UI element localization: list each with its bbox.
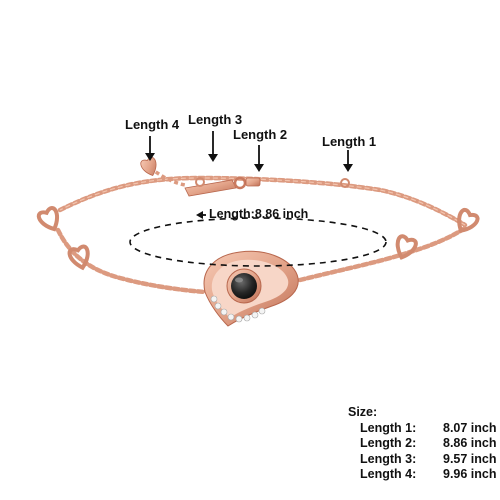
heart-charm-icon [457,208,480,233]
heart-charm-icon [67,244,90,271]
heart-pendant [203,250,299,327]
length-4-label: Length 4 [125,117,180,132]
length-2-label: Length 2 [233,127,288,142]
heart-tag-icon [140,157,157,177]
size-row-value: 8.86 inch [443,436,497,450]
down-arrow-icon [145,136,155,161]
size-row: Length 3: 9.57 inch [348,452,497,468]
size-row: Length 2: 8.86 inch [348,436,497,452]
size-row-label: Length 1: [360,420,417,435]
down-arrow-icon [254,145,264,172]
heart-charm-icon [395,234,418,260]
length-ellipse [129,217,387,267]
size-table: Size: Length 1: 8.07 inch Length 2: 8.86… [348,405,497,483]
projection-stone [231,273,257,299]
length-3-label: Length 3 [188,112,243,127]
left-arrow-icon [196,211,206,219]
size-row: Length 4: 9.96 inch [348,467,497,483]
size-title: Size: [348,405,378,419]
size-row-value: 8.07 inch [443,420,497,435]
crystal-pave [210,295,266,323]
heart-charm-icon [36,206,60,232]
size-row-value: 9.57 inch [443,451,497,466]
size-row-value: 9.96 inch [443,467,497,481]
size-row-label: Length 2: [360,436,417,450]
size-row-label: Length 4: [360,467,417,481]
size-row: Length 1: 8.07 inch [348,421,497,437]
lower-chain [55,227,208,295]
length-1-label: Length 1 [322,134,377,149]
size-row-label: Length 3: [360,451,417,466]
center-length-label: Length:8.86 inch [209,207,309,221]
lobster-clasp-icon [184,176,261,197]
down-arrow-icon [343,150,353,172]
down-arrow-icon [208,131,218,162]
